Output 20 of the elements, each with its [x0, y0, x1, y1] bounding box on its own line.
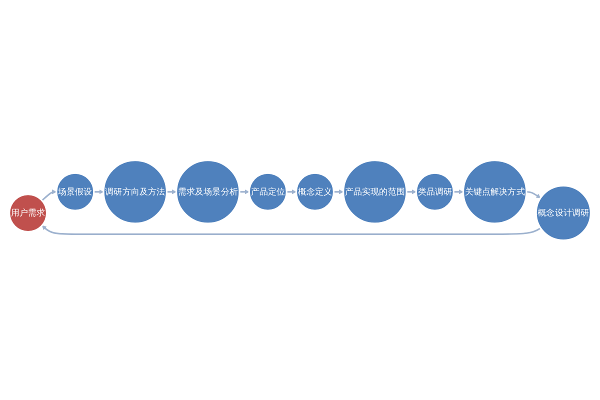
node-circle: 概念定义	[295, 172, 335, 212]
arrow	[454, 189, 464, 194]
node-circle: 类品调研	[415, 172, 454, 212]
arrow	[526, 190, 541, 198]
node-circle: 需求及场景分析	[176, 159, 240, 224]
arrow	[406, 189, 416, 194]
arrow	[94, 189, 104, 194]
node-circle: 关键点解决方式	[462, 159, 528, 224]
arrow	[240, 189, 250, 194]
arrow	[166, 189, 177, 194]
arrow	[41, 189, 57, 201]
node-circle: 调研方向及方法	[102, 159, 168, 224]
node-circle: 场景假设	[56, 172, 95, 212]
node-circle: 用户需求	[8, 193, 48, 232]
node-circle: 产品实现的范围	[342, 159, 408, 224]
arrow	[334, 189, 344, 194]
arrow	[42, 225, 541, 235]
arrow	[286, 189, 296, 194]
node-circle: 概念设计调研	[535, 184, 592, 241]
node-circle: 产品定位	[248, 172, 288, 212]
